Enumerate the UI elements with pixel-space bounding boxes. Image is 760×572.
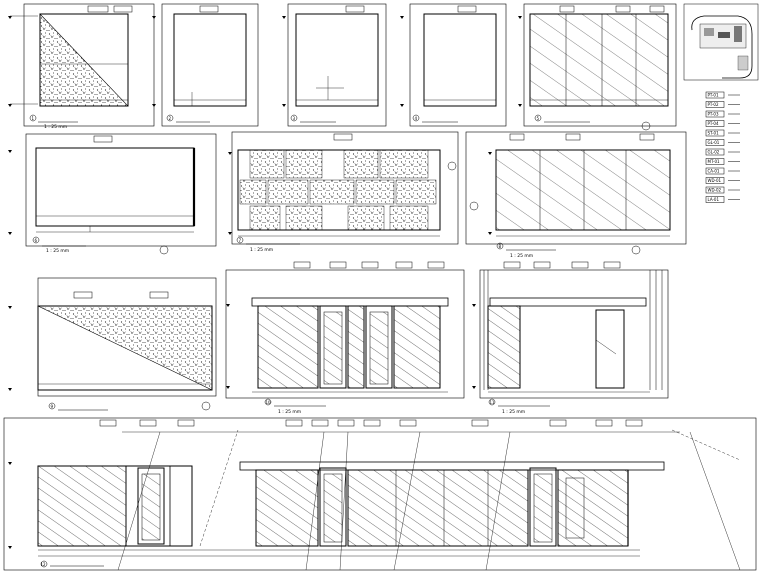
legend-code: PT-03 (708, 112, 719, 117)
elevation-panel-10: 10 1 : 25 mm (225, 261, 465, 415)
legend-tag-box (705, 139, 725, 146)
elevation-panel-2: 2 (161, 3, 259, 127)
legend-code: WD-02 (708, 188, 722, 193)
legend-item: ST-01 (705, 129, 740, 137)
legend-code: WD-01 (708, 178, 722, 183)
legend-item: PT-04 (705, 120, 740, 127)
legend-code: PT-04 (708, 121, 719, 126)
legend-tag-box (705, 167, 725, 175)
key-plan (683, 3, 759, 81)
legend-code: CA-01 (708, 169, 720, 174)
elevation-panel-4: 4 (409, 3, 507, 127)
panel-number: 12 (41, 562, 47, 567)
elevation-panel-11: 11 1 : 25 mm (479, 261, 669, 415)
elevation-panel-5: 5 (523, 3, 677, 131)
panel-scale: 1 : 25 mm (46, 248, 69, 254)
legend-item: GL-01 (705, 139, 740, 146)
legend-tag-box (705, 177, 725, 184)
legend-tag-box (705, 110, 725, 118)
panel-number: 6 (35, 238, 38, 243)
legend-tag-box (705, 120, 725, 127)
legend-code: PT-01 (708, 93, 719, 98)
panel-scale: 1 : 25 mm (250, 247, 273, 253)
panel-number: 11 (490, 400, 496, 405)
elevation-panel-12: 12 (3, 417, 757, 571)
material-legend: PT-01PT-02PT-03PT-04ST-01GL-01GL-02MT-01… (705, 91, 740, 203)
legend-tag-box (705, 186, 725, 194)
panel-number: 4 (415, 116, 418, 121)
legend-code: PT-02 (708, 102, 719, 107)
legend-item: GL-02 (705, 148, 740, 156)
legend-item: CA-01 (705, 167, 740, 175)
legend-item: PT-03 (705, 110, 740, 118)
legend-rows: PT-01PT-02PT-03PT-04ST-01GL-01GL-02MT-01… (705, 91, 740, 203)
legend-item: PT-02 (705, 101, 740, 108)
legend-tag-box (705, 158, 725, 165)
elevation-panel-9: 9 (37, 277, 217, 411)
legend-code: LA-01 (708, 197, 720, 202)
panel-number: 9 (51, 404, 54, 409)
elevation-panel-7: 7 1 : 25 mm (231, 131, 459, 253)
legend-item: MT-01 (705, 158, 740, 165)
legend-item: WD-02 (705, 186, 740, 194)
legend-item: WD-01 (705, 177, 740, 184)
panel-number: 8 (499, 244, 502, 249)
legend-tag-box (705, 148, 725, 156)
elevation-panel-1: 1 1 : 25 mm (10, 3, 155, 130)
panel-scale: 1 : 25 mm (502, 409, 525, 415)
panel-number: 2 (169, 116, 172, 121)
panel-scale: 1 : 25 mm (278, 409, 301, 415)
panel-number: 10 (266, 400, 272, 405)
legend-tag-box (705, 91, 725, 99)
elevation-panel-3: 3 (287, 3, 387, 127)
elevation-panel-8: 8 1 : 25 mm (465, 131, 687, 259)
legend-code: GL-02 (708, 150, 720, 155)
panel-scale: 1 : 25 mm (44, 124, 67, 130)
panel-number: 5 (537, 116, 540, 121)
level-markers (8, 16, 522, 549)
legend-tag-box (705, 129, 725, 137)
legend-tag-box (705, 196, 725, 203)
panel-number: 1 (32, 116, 35, 121)
legend-item: PT-01 (705, 91, 740, 99)
panel-number: 3 (293, 116, 296, 121)
legend-code: GL-01 (708, 140, 720, 145)
elevation-panel-6: 6 1 : 25 mm (25, 133, 217, 255)
panel-number: 7 (239, 238, 242, 243)
legend-code: MT-01 (708, 159, 721, 164)
legend-code: ST-01 (708, 131, 720, 136)
panel-scale: 1 : 25 mm (510, 253, 533, 259)
legend-tag-box (705, 101, 725, 108)
legend-item: LA-01 (705, 196, 740, 203)
